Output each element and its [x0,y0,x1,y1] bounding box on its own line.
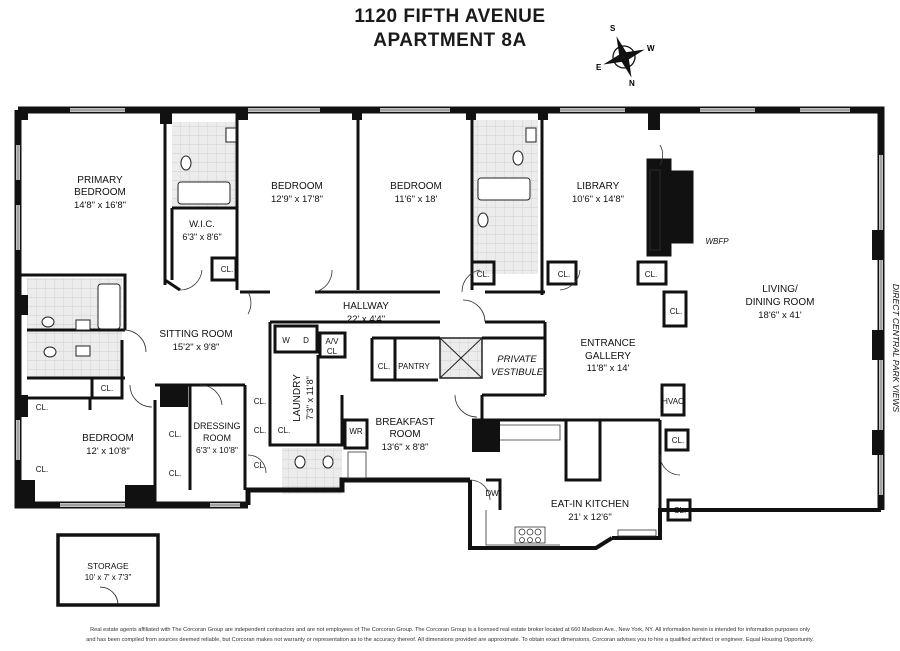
closet-label: CL. [169,469,181,478]
closet-label: CL. [254,397,266,406]
compass-rose-icon [603,36,645,78]
dishwasher-label: DW [485,489,499,498]
elevator-shaft [439,337,483,379]
breakfast-label: BREAKFAST [376,417,435,428]
bathtub-icon [97,283,121,330]
closet-label: CL. [378,362,390,371]
primary-bedroom-label: PRIMARY [77,175,123,186]
closet-label: CL. [674,506,686,515]
primary-bedroom-dims: 14'8" x 16'8" [74,200,126,211]
av-closet-label: A/V [326,337,340,346]
washer-label: W [282,336,290,345]
closet-label: CL. [36,465,48,474]
sink-icon [225,127,237,143]
wic-dims: 6'3" x 8'6" [182,232,221,242]
library-label: LIBRARY [577,181,620,192]
sitting-room-label: SITTING ROOM [159,329,232,340]
breakfast-dims: 13'6" x 8'8" [382,442,429,453]
library-shelving [649,169,661,251]
bathtub-icon [477,177,531,201]
toilet-icon [512,150,524,166]
closet-label: CL. [101,384,113,393]
door-swings [123,144,681,501]
disclaimer-line-1: Real estate agents affiliated with The C… [90,627,810,633]
laundry-dims: 7'3" x 11'8" [305,376,315,420]
closet-label: CL. [169,430,181,439]
closet-label: CL. [672,436,684,445]
closet-label: CL. [558,270,570,279]
sink-icon [75,319,91,331]
closet-label: CL. [477,270,489,279]
bedroom-2-dims: 12'9" x 17'8" [271,194,323,205]
plan-title-unit: APARTMENT 8A [373,30,527,51]
closet-label: CL. [254,461,266,470]
closet-label: CL. [36,403,48,412]
toilet-icon [43,346,57,358]
views-label: DIRECT CENTRAL PARK VIEWS [891,284,900,412]
entrance-label: ENTRANCE [580,338,635,349]
toilet-icon [41,316,55,328]
entrance-dims: 11'8" x 14' [587,363,630,374]
disclaimer-line-2: and has been compiled from sources deeme… [86,637,814,643]
laundry-label: LAUNDRY [292,374,303,422]
hvac-label: HVAC [662,397,684,406]
wine-room-label: WR [349,427,363,436]
bedroom-4-dims: 12' x 10'8" [86,446,129,457]
dressing-room-label: DRESSING [193,421,240,431]
vestibule-label: PRIVATE [497,354,537,365]
kitchen-label: EAT-IN KITCHEN [551,499,629,510]
living-label: LIVING/ [762,284,798,295]
bedroom-3-dims: 11'6" x 18' [395,194,438,205]
closet-label: CL. [645,270,657,279]
storage-unit [56,533,160,607]
kitchen-dims: 21' x 12'6" [568,512,611,523]
sitting-room-dims: 15'2" x 9'8" [173,342,220,353]
compass-n-label: N [629,79,635,88]
compass-e-label: E [596,63,602,72]
wbfp-label: WBFP [705,237,729,246]
exterior-walls [14,106,885,550]
plan-title-address: 1120 FIFTH AVENUE [354,6,546,27]
closet-label: CL. [221,265,233,274]
sink-icon [525,127,537,143]
toilet-icon [294,455,306,469]
living-dims: 18'6" x 41' [758,310,802,321]
living-label-2: DINING ROOM [746,297,815,308]
storage-dims: 10' x 7' x 7'3" [85,573,132,582]
bedroom-3-label: BEDROOM [390,181,442,192]
window-mullions [17,109,882,506]
compass-w-label: W [647,44,655,53]
sink-icon [75,345,91,357]
hallway-label: HALLWAY [343,301,389,312]
closet-label: CL. [254,426,266,435]
toilet-icon [477,212,489,228]
kitchen-counters [347,424,657,546]
toilet-icon [180,155,192,171]
vestibule-label-2: VESTIBULE [491,367,544,378]
breakfast-label-2: ROOM [389,429,420,440]
bedroom-4-label: BEDROOM [82,433,134,444]
dryer-label: D [303,336,309,345]
closet-label: CL. [278,426,290,435]
wic-label: W.I.C. [189,219,215,230]
hallway-dims: 22' x 4'4" [347,314,385,325]
library-dims: 10'6" x 14'8" [572,194,624,205]
entrance-label-2: GALLERY [585,351,631,362]
primary-bedroom-label-2: BEDROOM [74,187,126,198]
bathtub-icon [177,181,231,205]
dressing-room-label-2: ROOM [203,433,231,443]
compass-s-label: S [610,24,616,33]
closet-label: CL. [670,307,682,316]
wall-piers [18,110,882,505]
bath-fixtures [41,127,537,469]
bedroom-2-label: BEDROOM [271,181,323,192]
pantry-label: PANTRY [398,362,430,371]
av-closet-label-2: CL [327,347,338,356]
dressing-room-dims: 6'3" x 10'8" [196,445,238,455]
storage-label: STORAGE [87,561,129,571]
toilet-icon [322,455,334,469]
